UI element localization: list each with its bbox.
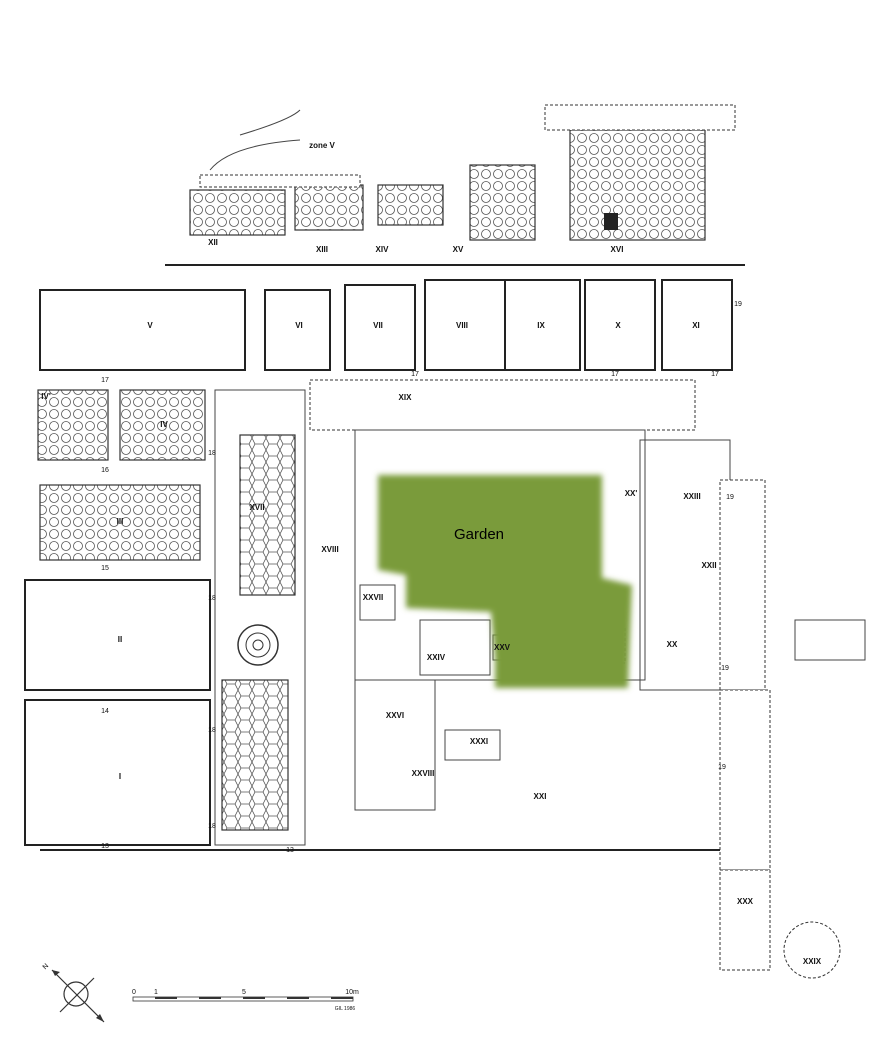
- room-label: XXIX: [803, 957, 822, 966]
- room-label: VII: [373, 321, 383, 330]
- walls: [24, 279, 866, 979]
- room-label: XXIII: [683, 492, 700, 501]
- wall-number: 19: [734, 301, 742, 308]
- room-label: XIV: [376, 245, 390, 254]
- wall-number: 17: [411, 371, 419, 378]
- wall-number: 18: [208, 727, 216, 734]
- north-rooms: [165, 104, 745, 266]
- wall-number: 17: [611, 371, 619, 378]
- room-label: XVI: [611, 245, 624, 254]
- room-label: XX: [667, 640, 678, 649]
- north-label: N: [42, 963, 51, 972]
- room-label: VI: [295, 321, 303, 330]
- room-label: III: [117, 517, 124, 526]
- room-labels: XII XIII XIV XV XVI V VI VII VIII IX X X…: [41, 238, 822, 966]
- room-label: XX': [625, 489, 638, 498]
- room-label: XXV: [494, 643, 511, 652]
- scale-credit: GIL 1986: [335, 1006, 356, 1012]
- wall-number: 19: [721, 665, 729, 672]
- room-label: IV: [160, 420, 168, 429]
- room-label: II: [118, 635, 122, 644]
- room-label: IV': [41, 392, 51, 401]
- wall-number: 19: [718, 764, 726, 771]
- garden-area: [378, 475, 632, 688]
- scale-tick: 5: [242, 989, 246, 996]
- wall-number: 14: [101, 708, 109, 715]
- room-label: XXI: [534, 792, 547, 801]
- wall-number: 17: [711, 371, 719, 378]
- wall-number: 17: [101, 377, 109, 384]
- room-label: XXVI: [386, 711, 404, 720]
- scale-bar: 0 1 5 10m GIL 1986: [132, 989, 359, 1012]
- room-label: XIII: [316, 245, 328, 254]
- scale-tick: 1: [154, 989, 158, 996]
- room-label: XXII: [701, 561, 716, 570]
- room-label: I: [119, 772, 121, 781]
- compass-icon: N: [42, 963, 105, 1023]
- wall-numbers: 17 16 15 14 13 13 18 18 18 18 17 17 17 1…: [101, 301, 742, 854]
- room-label: XV: [453, 245, 464, 254]
- room-label: VIII: [456, 321, 468, 330]
- room-label: XXVII: [363, 593, 383, 602]
- garden-label: Garden: [454, 526, 504, 543]
- room-label: XVIII: [321, 545, 338, 554]
- wall-number: 15: [101, 565, 109, 572]
- room-label: XXIV: [427, 653, 446, 662]
- room-label: XIX: [399, 393, 413, 402]
- wall-number: 13: [101, 843, 109, 850]
- room-label: XXXI: [470, 737, 488, 746]
- wall-number: 18: [208, 823, 216, 830]
- wall-number: 13: [286, 847, 294, 854]
- wall-number: 18: [208, 595, 216, 602]
- room-label: X: [615, 321, 621, 330]
- wall-number: 19: [726, 494, 734, 501]
- room-label: XXX: [737, 897, 754, 906]
- zone-label: zone V: [309, 141, 335, 150]
- room-label: XVII: [249, 503, 264, 512]
- dark-block: [604, 213, 618, 230]
- room-label: V: [147, 321, 153, 330]
- room-label: XI: [692, 321, 700, 330]
- room-label: XXVIII: [412, 769, 435, 778]
- scale-tick: 0: [132, 989, 136, 996]
- wall-number: 18: [208, 450, 216, 457]
- room-label: XII: [208, 238, 218, 247]
- room-label: IX: [537, 321, 545, 330]
- wall-number: 16: [101, 467, 109, 474]
- scale-tick: 10m: [345, 989, 359, 996]
